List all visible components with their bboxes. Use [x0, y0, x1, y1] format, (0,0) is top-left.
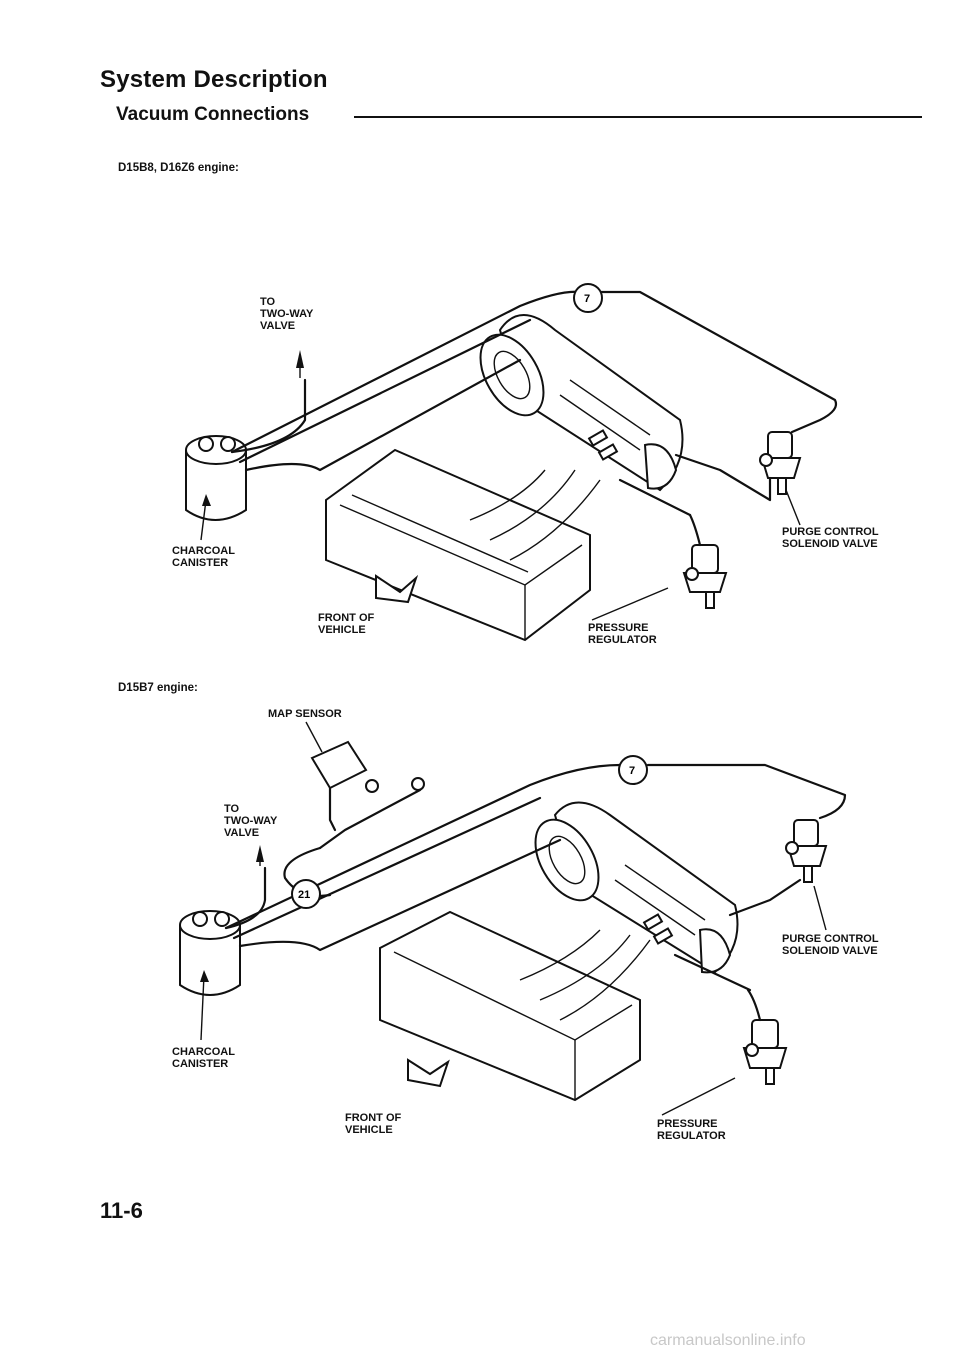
diagram2-throttle-body — [534, 801, 739, 974]
page-number: 11-6 — [100, 1198, 143, 1223]
diagram2-label-front-of-vehicle: FRONT OF VEHICLE — [345, 1112, 402, 1136]
section-subtitle: Vacuum Connections — [116, 104, 310, 125]
diagram2-hose-number-b: 21 — [298, 889, 310, 901]
diagram1-vacuum-hoses: 7 — [230, 283, 838, 517]
diagram2-charcoal-canister-shape — [179, 910, 241, 996]
diagram1-front-arrow-icon — [375, 574, 419, 604]
diagram1-illustration: 7 — [185, 283, 838, 642]
diagram2-label-purge-control-solenoid-valve: PURGE CONTROL SOLENOID VALVE — [782, 933, 879, 957]
diagram1-charcoal-canister-shape — [185, 435, 247, 521]
diagram1-purge-solenoid-shape — [759, 431, 802, 495]
diagram2-leaders — [200, 721, 827, 1116]
diagram1-label-front-of-vehicle: FRONT OF VEHICLE — [318, 612, 375, 636]
diagram1-label-to-two-way-valve: TO TWO-WAY VALVE — [260, 296, 314, 332]
diagram1-leaders — [200, 350, 801, 621]
diagram2-map-sensor-shape — [310, 740, 425, 850]
diagram2-front-arrow-icon — [407, 1058, 450, 1088]
diagram2-label-to-two-way-valve: TO TWO-WAY VALVE — [224, 803, 278, 839]
header-rule — [354, 116, 922, 118]
diagram2-vacuum-hoses: 7 21 — [224, 755, 847, 992]
diagram2-intake-manifold — [379, 910, 651, 1102]
diagram1-intake-manifold — [325, 448, 601, 642]
diagram2-label-charcoal-canister: CHARCOAL CANISTER — [172, 1046, 235, 1070]
diagram2-pressure-regulator-shape — [742, 988, 788, 1085]
diagram2-label-pressure-regulator: PRESSURE REGULATOR — [657, 1118, 726, 1142]
diagram2-illustration: 7 21 — [179, 721, 847, 1116]
diagram1-label-pressure-regulator: PRESSURE REGULATOR — [588, 622, 657, 646]
diagram1-label-purge-control-solenoid-valve: PURGE CONTROL SOLENOID VALVE — [782, 526, 879, 550]
diagram1-pressure-regulator-shape — [682, 513, 728, 609]
page-title: System Description — [100, 66, 328, 93]
diagram1-hose-number: 7 — [584, 293, 590, 305]
diagram2-hose-number-a: 7 — [629, 765, 635, 777]
watermark: carmanualsonline.info — [650, 1332, 806, 1349]
diagram2-label-map-sensor: MAP SENSOR — [268, 708, 342, 720]
diagram1-label-charcoal-canister: CHARCOAL CANISTER — [172, 545, 235, 569]
diagram1-throttle-body — [479, 314, 684, 492]
diagram1-engine-label: D15B8, D16Z6 engine: — [118, 162, 239, 174]
diagram2-purge-solenoid-shape — [785, 819, 828, 883]
diagram2-engine-label: D15B7 engine: — [118, 682, 198, 694]
